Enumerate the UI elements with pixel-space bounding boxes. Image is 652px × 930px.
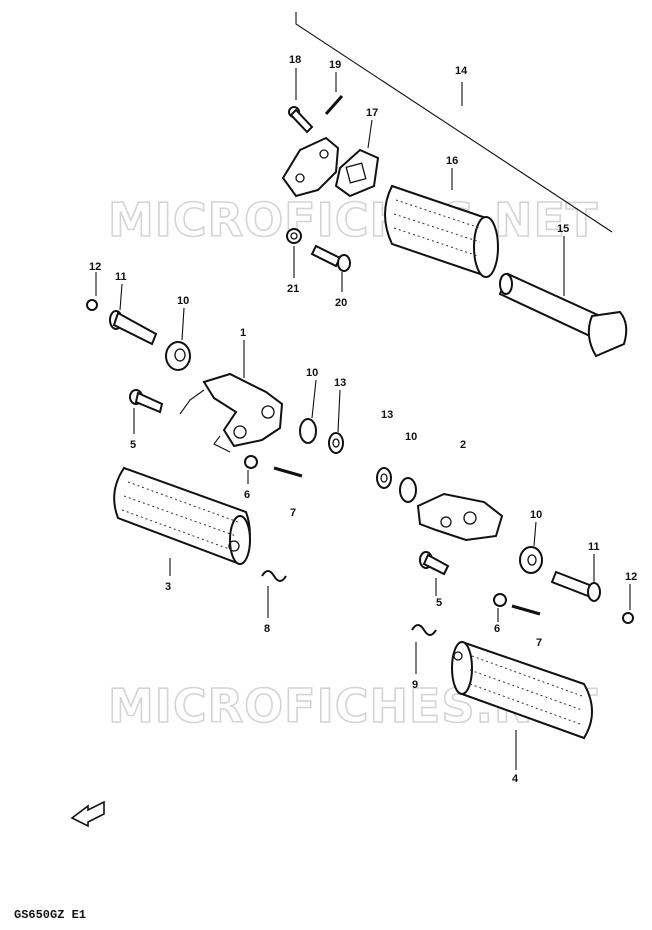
part-16-grip (384, 184, 499, 278)
callout-17: 17 (366, 107, 378, 119)
callout-labels: 18 19 14 17 16 15 21 20 12 11 10 1 10 13… (89, 54, 637, 785)
callout-18: 18 (289, 54, 301, 66)
callout-13-b: 13 (381, 409, 393, 421)
callout-12-left: 12 (89, 261, 101, 273)
part-11-bolt-right (550, 570, 601, 602)
callout-3: 3 (165, 581, 171, 593)
callout-16: 16 (446, 155, 458, 167)
callout-10-a: 10 (177, 295, 189, 307)
callout-10-b: 10 (306, 367, 318, 379)
callout-5-left: 5 (130, 439, 136, 451)
front-arrow-icon (70, 800, 105, 828)
part-13-washer-b (376, 467, 392, 489)
callout-11-right: 11 (588, 541, 600, 553)
part-9-spring (411, 624, 437, 636)
part-4-footrest-right (451, 640, 593, 740)
callout-14: 14 (455, 65, 468, 77)
callout-7-right: 7 (536, 637, 542, 649)
callout-15: 15 (557, 223, 569, 235)
callout-11-left: 11 (115, 271, 127, 283)
part-15-shaft (498, 272, 628, 358)
callout-6-right: 6 (494, 623, 500, 635)
part-19-pin (324, 95, 344, 115)
part-10-bushing-d (519, 546, 543, 574)
part-12-nut-left (86, 299, 98, 311)
callout-13-a: 13 (334, 377, 346, 389)
callout-6-left: 6 (244, 489, 250, 501)
part-8-spring (261, 570, 287, 582)
callout-10-c: 10 (405, 431, 417, 443)
part-3-footrest-left (113, 466, 251, 566)
bracket-14-line (295, 12, 613, 233)
part-bracket-upper (281, 136, 340, 198)
callout-8: 8 (264, 623, 270, 635)
watermark-top: MICROFICHES.NET (108, 193, 598, 247)
callout-2: 2 (460, 439, 466, 451)
part-12-nut-right (622, 612, 634, 624)
part-10-bushing-b (299, 418, 317, 444)
part-7-pin-left (273, 466, 303, 478)
part-6-washer-left (244, 455, 258, 469)
part-21-washer (286, 228, 302, 244)
part-20-bolt (310, 244, 351, 272)
callout-21: 21 (287, 283, 299, 295)
part-6-washer-right (493, 593, 507, 607)
callout-4: 4 (512, 773, 519, 785)
part-13-washer-a (328, 432, 344, 454)
callout-7-left: 7 (290, 507, 296, 519)
callout-12-right: 12 (625, 571, 637, 583)
part-17-plate (334, 148, 380, 198)
part-18-bolt (288, 106, 314, 134)
part-2-bracket (416, 492, 504, 542)
model-code: GS650GZ E1 (14, 908, 86, 922)
leader-lines (95, 68, 631, 770)
part-10-bushing-c (399, 477, 417, 503)
part-11-bolt-left (109, 310, 158, 346)
part-1-bracket (179, 372, 284, 453)
part-10-bushing-a (165, 341, 191, 371)
callout-5-right: 5 (436, 597, 442, 609)
part-5-bolt-right (419, 551, 450, 576)
part-5-bolt-left (129, 389, 164, 414)
callout-9: 9 (412, 679, 418, 691)
callout-1: 1 (240, 327, 246, 339)
callout-20: 20 (335, 297, 347, 309)
callout-10-d: 10 (530, 509, 542, 521)
callout-19: 19 (329, 59, 341, 71)
part-7-pin-right (511, 604, 541, 616)
